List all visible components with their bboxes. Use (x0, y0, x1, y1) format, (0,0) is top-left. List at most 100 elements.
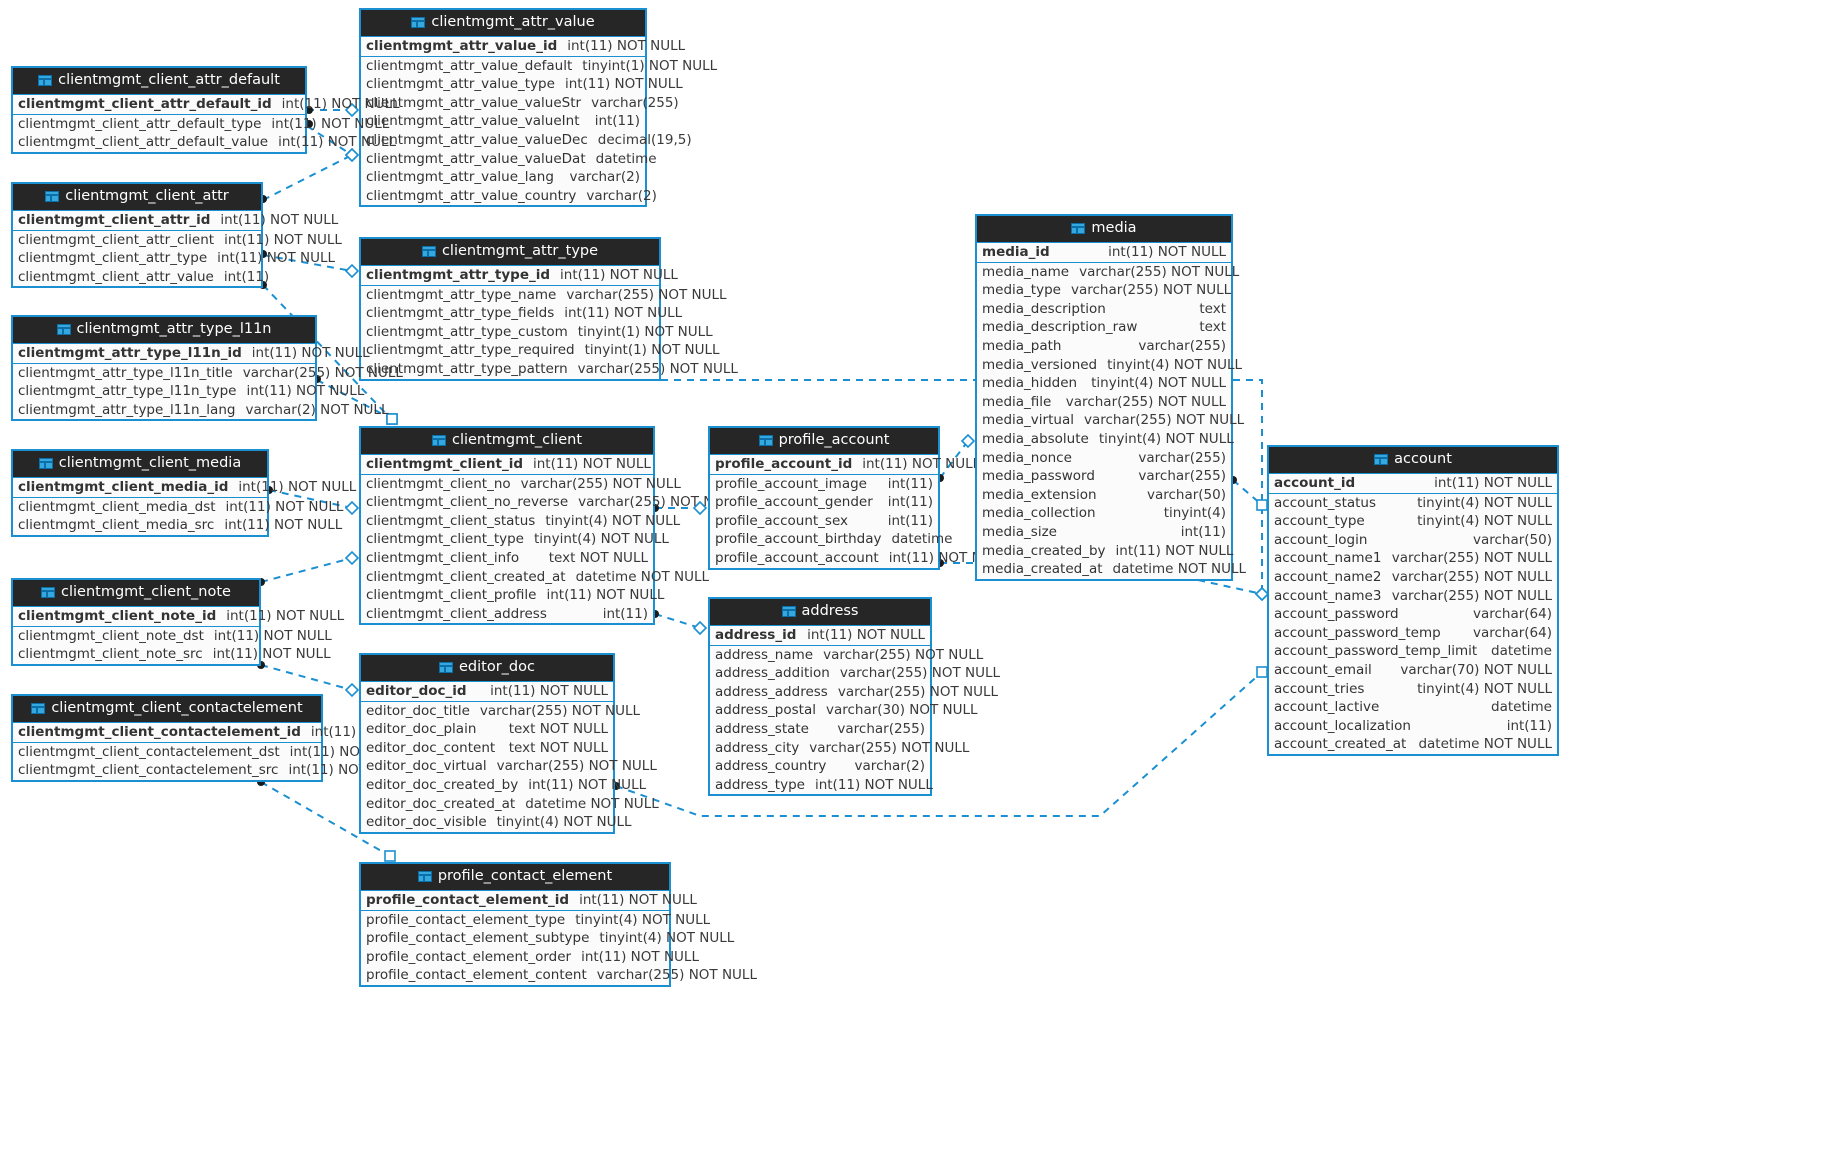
field-type: varchar(2) (586, 187, 657, 204)
field-type: varchar(2) (854, 758, 925, 775)
entity-title: clientmgmt_client_attr_default (13, 68, 305, 94)
field-name: clientmgmt_client_contactelement_src (18, 762, 279, 779)
relation-rel-clientnote-editor[interactable] (257, 661, 360, 698)
field-type: varchar(30) NOT NULL (825, 702, 978, 719)
field-type: tinyint(4) NOT NULL (533, 531, 669, 548)
field-name: profile_contact_element_order (366, 948, 572, 965)
field-name: profile_account_sex (715, 512, 849, 529)
field-type: varchar(255) NOT NULL (1083, 412, 1245, 429)
field-type: int(11) NOT NULL (217, 250, 336, 267)
field-name: media_path (982, 337, 1062, 354)
field-name: clientmgmt_attr_value_lang (366, 169, 554, 186)
field-type: tinyint(4) NOT NULL (1417, 680, 1552, 697)
field-type: int(11) NOT NULL (220, 212, 339, 228)
field-type: varchar(255) NOT NULL (837, 683, 999, 700)
field-type: int(11) NOT NULL (226, 608, 345, 624)
relation-rel-clientattr-attrvalue[interactable] (259, 147, 360, 203)
field-name: account_name1 (1274, 550, 1382, 567)
table-icon (431, 435, 446, 446)
field-type: int(11) NOT NULL (560, 267, 678, 283)
field-name: account_name2 (1274, 568, 1382, 585)
entity-title: clientmgmt_attr_type (361, 239, 659, 265)
field-name: address_address (715, 683, 828, 700)
field-type: int(11) NOT NULL (564, 76, 683, 93)
relation-target-marker (344, 550, 360, 566)
field-name: editor_doc_content (366, 739, 496, 756)
field-name: editor_doc_visible (366, 814, 487, 831)
field-name: clientmgmt_attr_type_custom (366, 323, 568, 340)
table-icon (31, 703, 46, 714)
relation-rel-clientnote-client[interactable] (257, 550, 360, 586)
table-icon (758, 435, 773, 446)
field-name: editor_doc_created_at (366, 795, 516, 812)
field-name: clientmgmt_client_attr_default_id (18, 96, 272, 112)
table-icon (781, 606, 796, 617)
field-name: address_type (715, 776, 805, 793)
relation-target-marker (344, 263, 360, 279)
entity-table-clientmgmt_attr_type[interactable]: clientmgmt_attr_type clientmgmt_attr_type… (359, 237, 738, 381)
field-type: datetime (1491, 643, 1552, 660)
entity-table-clientmgmt_client_attr_default[interactable]: clientmgmt_client_attr_default clientmgmt… (11, 66, 400, 154)
field-type: varchar(255) NOT NULL (809, 739, 970, 756)
relation-target-marker (692, 620, 708, 636)
field-type: int(11) NOT NULL (224, 231, 342, 248)
field-name: profile_contact_element_content (366, 967, 587, 984)
field-name: address_country (715, 758, 827, 775)
field-name: media_created_by (982, 542, 1106, 559)
field-name: address_state (715, 720, 809, 737)
entity-title: clientmgmt_client_attr (13, 184, 261, 210)
field-name: clientmgmt_client_note_src (18, 646, 203, 663)
field-type: tinyint(4) (1163, 505, 1226, 522)
table-icon (1374, 454, 1389, 465)
entity-title-label: clientmgmt_client_attr_default (58, 72, 280, 88)
relation-rel-client-address[interactable] (651, 610, 708, 636)
field-name: profile_account_birthday (715, 531, 882, 548)
field-name: media_type (982, 282, 1061, 299)
field-type: int(11) NOT NULL (546, 587, 665, 604)
field-type: int(11) NOT NULL (224, 517, 343, 534)
field-name: address_name (715, 646, 814, 663)
relation-rel-media-account[interactable] (1229, 476, 1268, 511)
field-type: varchar(255) NOT NULL (1391, 568, 1552, 585)
field-type: tinyint(1) NOT NULL (584, 342, 720, 359)
field-name: clientmgmt_attr_type_pattern (366, 360, 568, 377)
field-type: varchar(255) NOT NULL (479, 702, 641, 719)
